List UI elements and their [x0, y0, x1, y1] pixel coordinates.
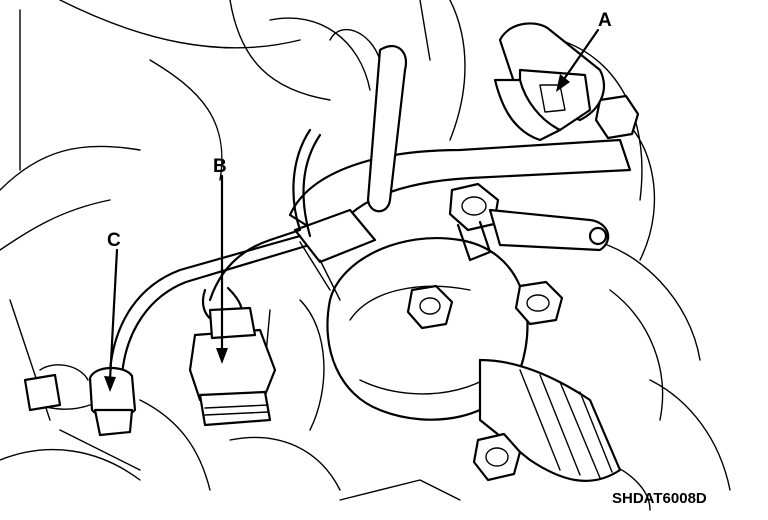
- callout-arrows: [104, 28, 600, 392]
- bolt-icon: [594, 94, 640, 140]
- bolt-icon: [406, 284, 454, 330]
- callout-arrow-c: [108, 248, 119, 382]
- wiring-harness: [108, 128, 322, 377]
- sensor-a: [493, 22, 605, 142]
- arrowhead-a: [556, 74, 570, 92]
- bolt-icon: [514, 280, 564, 326]
- sensor-c: [23, 364, 137, 437]
- mounting-bolts: [406, 94, 640, 482]
- sensor-b: [188, 306, 277, 427]
- lever-arm: [488, 208, 610, 252]
- figure-code: SHDAT6008D: [612, 490, 707, 507]
- callout-arrow-a: [560, 28, 600, 84]
- hoses: [288, 45, 632, 301]
- callout-label-c: C: [107, 230, 121, 251]
- arrowhead-b: [216, 348, 228, 364]
- bolt-icon: [472, 432, 522, 482]
- arrowhead-c: [104, 376, 116, 392]
- actuator-cylinder: [326, 236, 622, 482]
- callout-label-b: B: [213, 156, 227, 177]
- callout-label-a: A: [598, 10, 612, 31]
